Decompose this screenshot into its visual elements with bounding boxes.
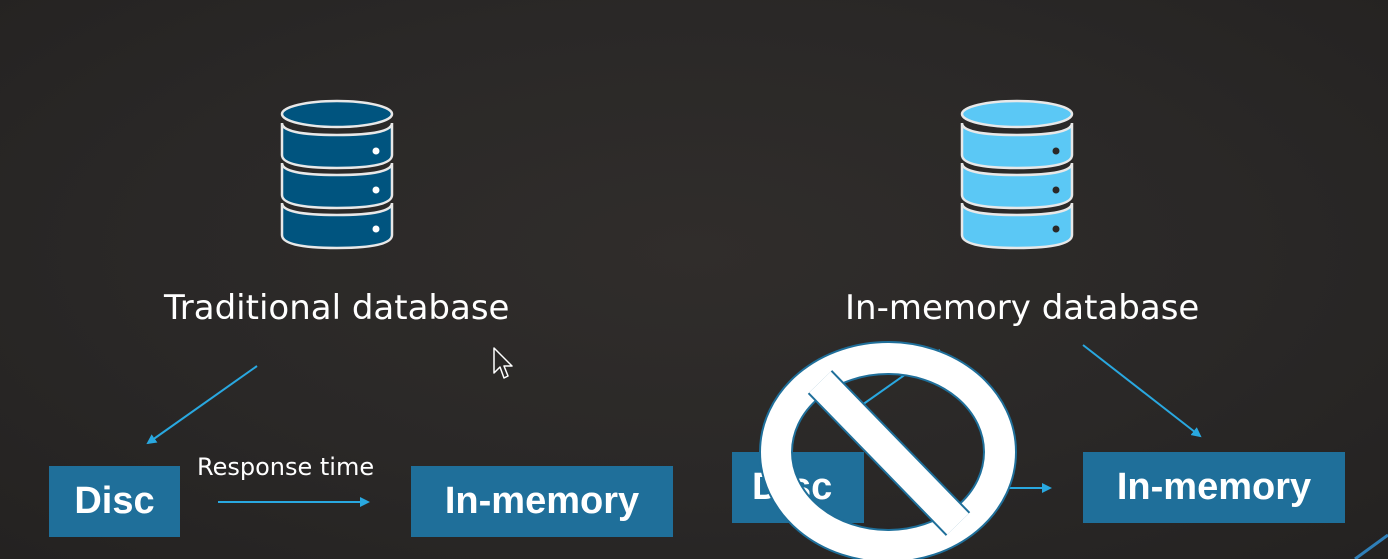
response-time-label: Response time bbox=[197, 453, 375, 481]
mouse-pointer-icon bbox=[493, 347, 513, 379]
corner-accent-line bbox=[1354, 533, 1388, 559]
disc-box-left: Disc bbox=[49, 466, 180, 537]
in-memory-box-left: In-memory bbox=[411, 466, 673, 537]
in-memory-box-right: In-memory bbox=[1083, 452, 1345, 523]
in-memory-database-title: In-memory database bbox=[845, 288, 1200, 328]
traditional-database-title: Traditional database bbox=[164, 288, 510, 328]
database-icon-light bbox=[960, 99, 1074, 250]
arrow-to-memory-right bbox=[1082, 344, 1202, 438]
arrow-to-disc-left bbox=[146, 365, 258, 445]
prohibited-icon bbox=[759, 341, 1017, 559]
database-icon-dark bbox=[280, 99, 394, 250]
